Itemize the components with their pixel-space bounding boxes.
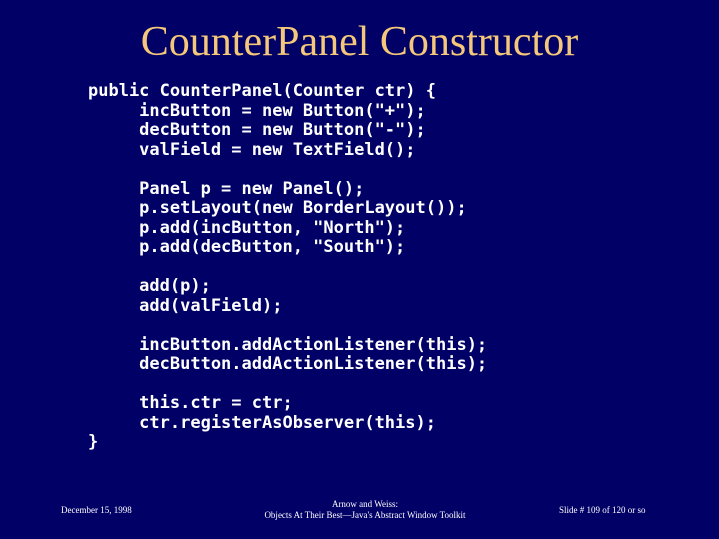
code-line: valField = new TextField();: [88, 139, 416, 160]
footer-slide-number: Slide # 109 of 120 or so: [559, 505, 646, 515]
code-line: [88, 375, 487, 395]
code-line: p.add(incButton, "North");: [88, 217, 406, 238]
code-line: [88, 316, 487, 336]
code-line: [88, 258, 487, 278]
code-line: decButton = new Button("-");: [88, 120, 426, 140]
slide-title: CounterPanel Constructor: [140, 19, 579, 65]
code-line: ctr.registerAsObserver(this);: [88, 412, 436, 433]
code-line: p.setLayout(new BorderLayout());: [88, 198, 467, 218]
code-line: add(p);: [88, 276, 211, 296]
code-line: decButton.addActionListener(this);: [88, 354, 488, 374]
code-block: public CounterPanel(Counter ctr) { incBu…: [88, 81, 488, 453]
code-line: incButton = new Button("+");: [88, 100, 426, 121]
code-line: add(valField);: [88, 295, 283, 316]
code-line: this.ctr = ctr;: [88, 393, 293, 413]
footer-book-title: Objects At Their Best—Java's Abstract Wi…: [264, 510, 466, 520]
code-line: incButton.addActionListener(this);: [88, 334, 488, 355]
code-line: }: [88, 432, 99, 452]
code-line: Panel p = new Panel();: [88, 178, 365, 199]
code-line: [88, 160, 487, 180]
footer-authors: Arnow and Weiss:: [331, 499, 399, 509]
footer-attribution: Arnow and Weiss: Objects At Their Best—J…: [0, 499, 719, 521]
footer-date: December 15, 1998: [61, 505, 132, 515]
code-line: public CounterPanel(Counter ctr) {: [88, 81, 436, 101]
code-line: p.add(decButton, "South");: [88, 237, 406, 257]
